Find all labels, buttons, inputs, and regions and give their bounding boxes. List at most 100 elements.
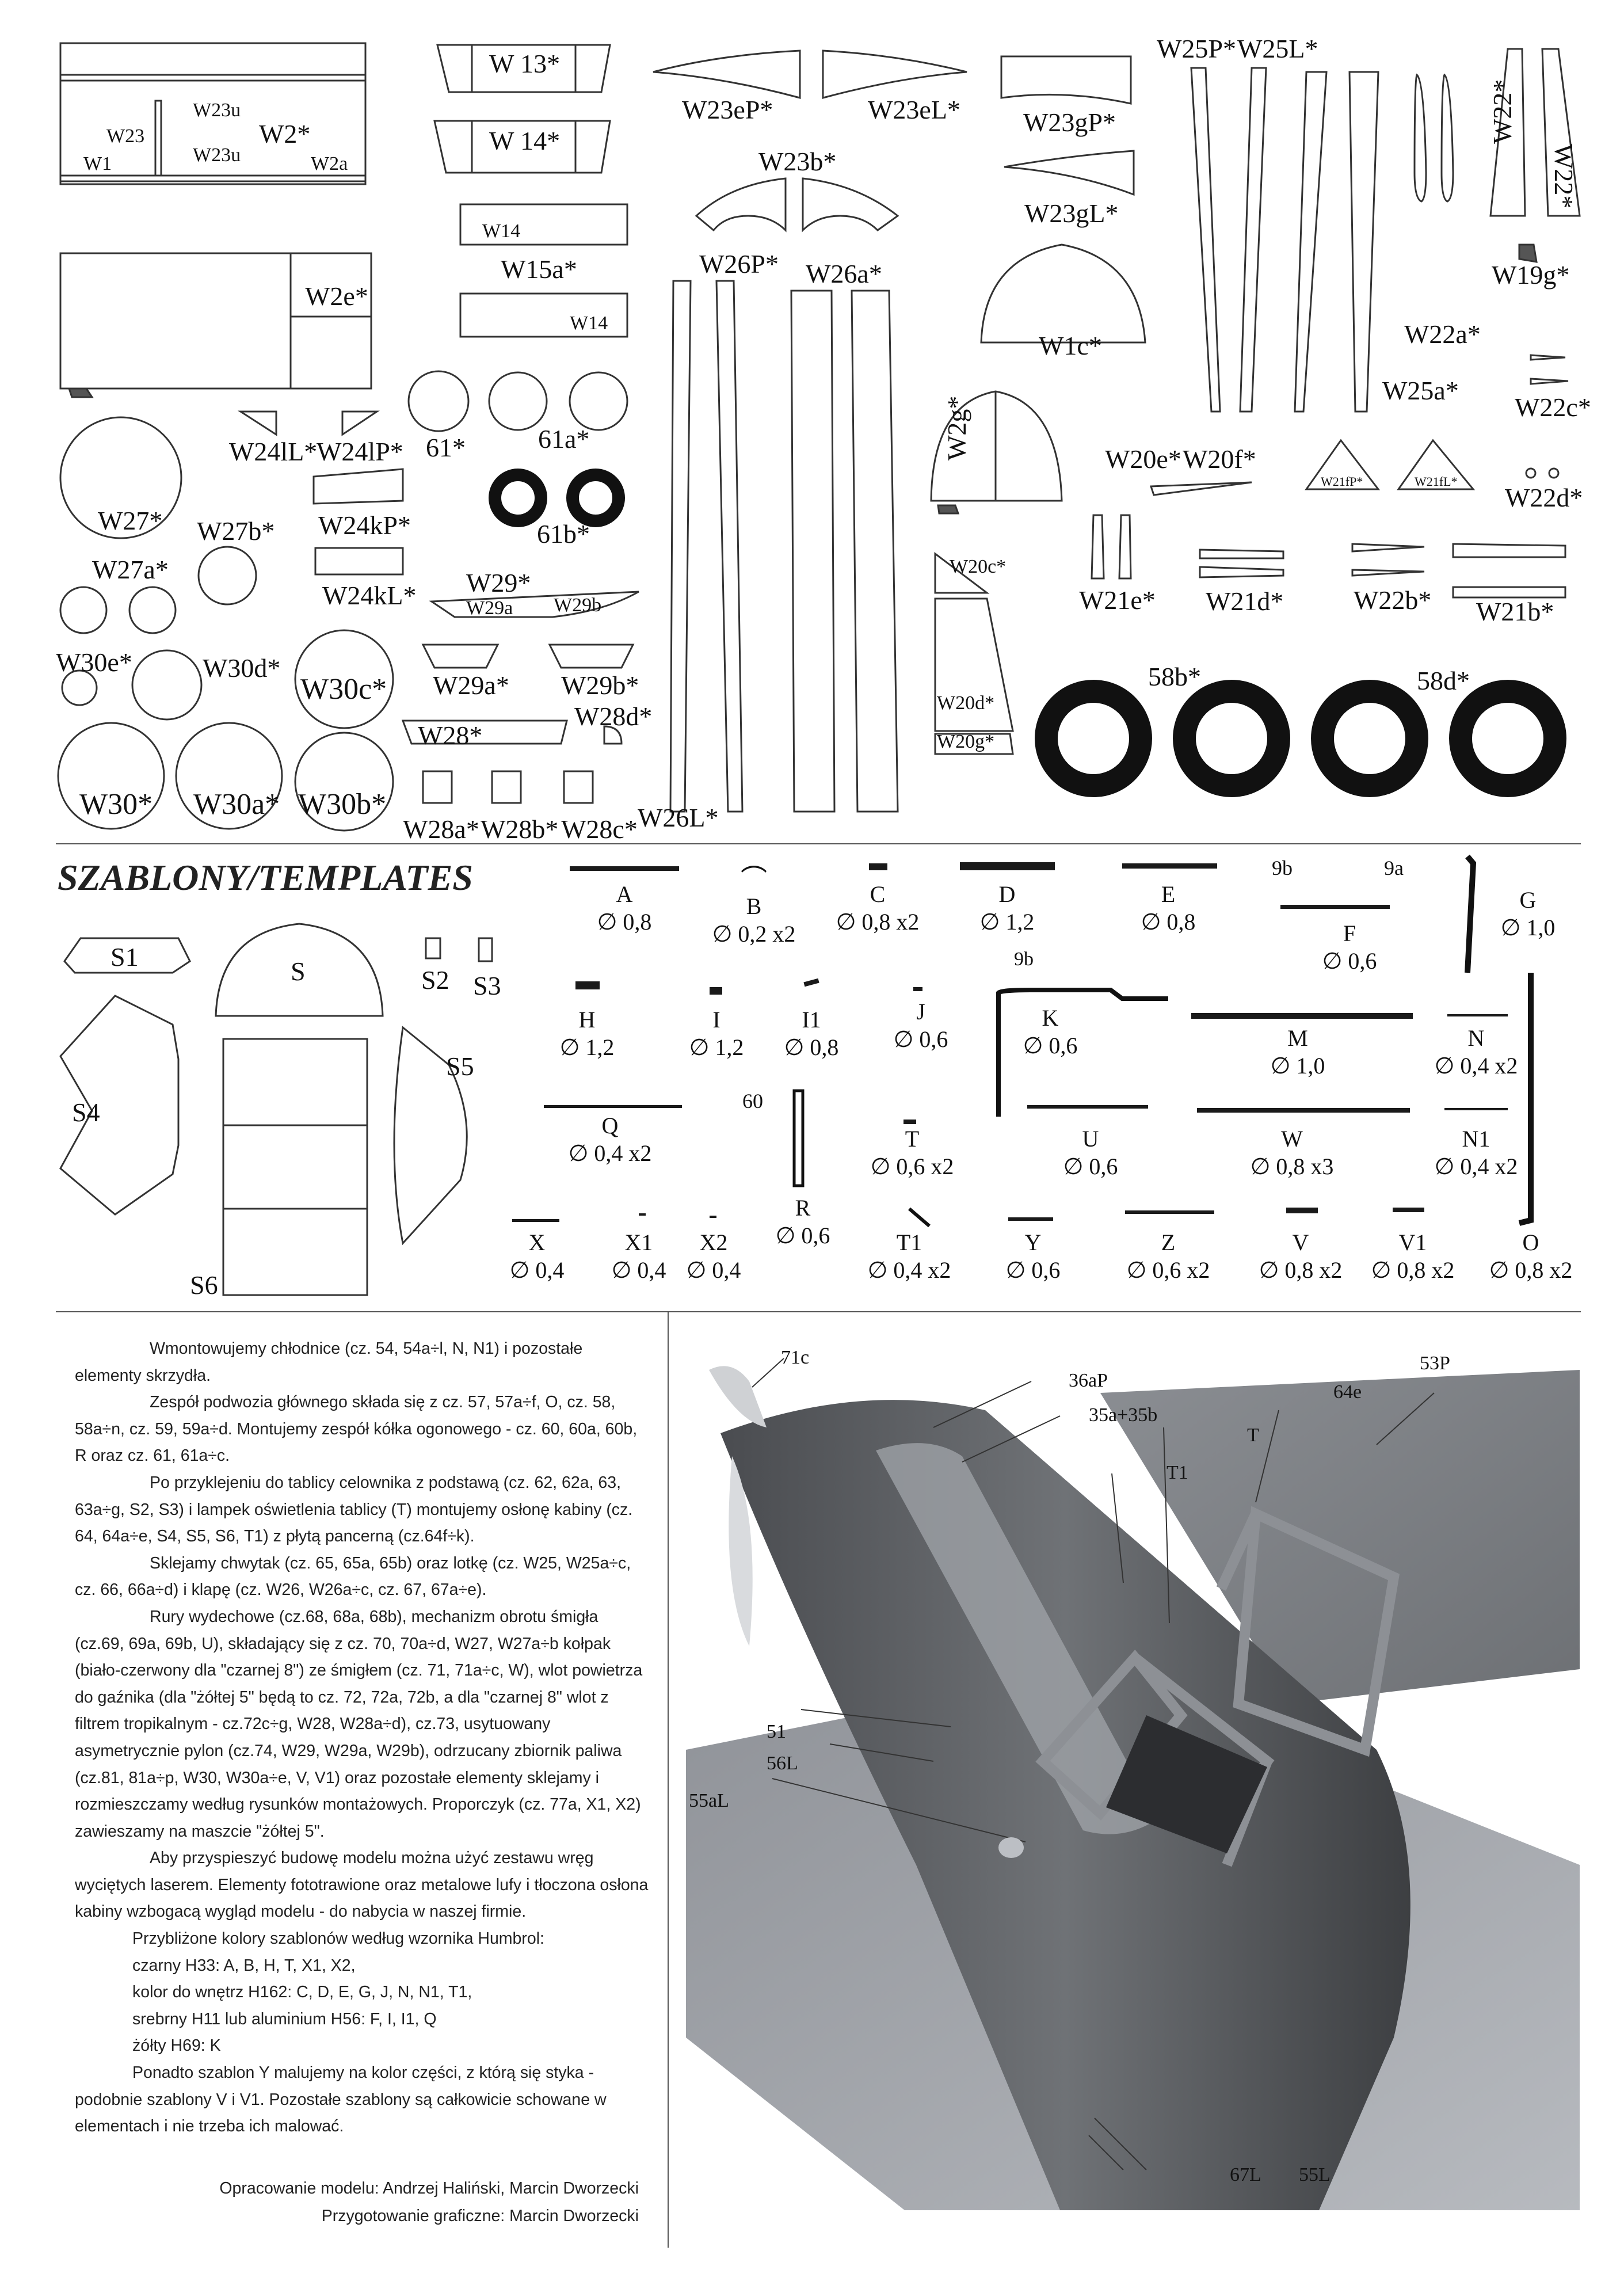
callout-64e: 64e	[1333, 1381, 1362, 1403]
label-W21b: W21b*	[1476, 597, 1554, 626]
label-W25L: W25L*	[1237, 34, 1318, 63]
callout-55L: 55L	[1299, 2164, 1331, 2185]
template-S6: S6	[190, 1270, 218, 1300]
template-S2: S2	[421, 965, 449, 995]
callout-56L: 56L	[767, 1753, 798, 1774]
label-W27b: W27b*	[197, 516, 275, 546]
wire-Y-bar	[1008, 1217, 1053, 1221]
color-interior: kolor do wnętrz H162: C, D, E, G, J, N, …	[132, 1983, 472, 2002]
wire-X2: X2∅ 0,4	[686, 1229, 741, 1283]
label-W21fP: W21fP*	[1321, 474, 1363, 489]
wire-N1: N1∅ 0,4 x2	[1434, 1126, 1518, 1179]
wire-T-bar	[904, 1120, 916, 1124]
wire-M: M∅ 1,0	[1270, 1025, 1325, 1079]
wire-E-bar	[1122, 863, 1217, 869]
separator-bottom	[56, 1311, 1581, 1312]
wire-A-bar	[570, 866, 679, 871]
wire-T1: T1∅ 0,4 x2	[867, 1229, 951, 1283]
label-61: 61*	[426, 433, 466, 462]
wire-D: D∅ 1,2	[979, 881, 1035, 935]
label-W24lL: W24lL*	[229, 437, 318, 466]
label-W23eP: W23eP*	[682, 95, 773, 124]
label-W28c: W28c*	[561, 814, 638, 844]
column-divider	[668, 1312, 669, 2248]
wire-I1: I1∅ 0,8	[784, 1007, 839, 1060]
label-58d: 58d*	[1417, 666, 1470, 695]
label-W2g: W2g*	[942, 395, 971, 460]
color-silver: srebrny H11 lub aluminium H56: F, I, I1,…	[132, 2009, 437, 2028]
label-W23gL: W23gL*	[1024, 199, 1119, 228]
separator-top	[56, 843, 1581, 844]
wire-X1-bar	[639, 1213, 646, 1216]
label-W26P: W26P*	[699, 249, 779, 279]
label-W14: W 14*	[489, 126, 561, 155]
label-W22c: W22c*	[1515, 393, 1591, 422]
render-illustration	[686, 1347, 1580, 2210]
wire-R: R∅ 0,6	[775, 1195, 830, 1248]
label-W1c: W1c*	[1039, 331, 1102, 360]
label-W19g: W19g*	[1492, 260, 1570, 290]
label-W30d: W30d*	[203, 653, 281, 683]
label-W23gP: W23gP*	[1023, 108, 1116, 137]
wire-Z: Z∅ 0,6 x2	[1126, 1229, 1210, 1283]
label-W26L: W26L*	[638, 803, 719, 832]
wire-E: E∅ 0,8	[1141, 881, 1196, 935]
wire-Y: Y∅ 0,6	[1005, 1229, 1061, 1283]
wire-V1-bar	[1393, 1208, 1424, 1212]
label-W25P: W25P*	[1157, 34, 1236, 63]
label-W29: W29*	[466, 568, 531, 597]
wire-A: A∅ 0,8	[597, 881, 652, 935]
instructions-paragraph-5: Rury wydechowe (cz.68, 68a, 68b), mechan…	[75, 1607, 643, 1841]
label-W30e: W30e*	[56, 648, 132, 677]
wire-B: ⌒B∅ 0,2 x2	[712, 865, 796, 947]
callout-55aL: 55aL	[689, 1790, 729, 1811]
wire-T: T∅ 0,6 x2	[870, 1126, 954, 1179]
wire-G: G∅ 1,0	[1500, 887, 1556, 941]
label-W20d: W20d*	[937, 692, 995, 714]
label-W30: W30*	[79, 788, 153, 821]
label-W29b-inner: W29b	[554, 595, 602, 616]
label-W20e: W20e*	[1105, 444, 1181, 474]
label-W2: W2*	[259, 119, 311, 149]
label-W30a: W30a*	[193, 788, 280, 821]
label-W13: W 13*	[489, 49, 561, 78]
colors-note: Ponadto szablon Y malujemy na kolor częś…	[75, 2063, 607, 2136]
label-W22-mirror: W22*	[1549, 144, 1579, 209]
wire-W: W∅ 0,8 x3	[1250, 1126, 1334, 1179]
wire-H-bar	[575, 981, 600, 989]
label-W24kP: W24kP*	[318, 511, 411, 540]
template-S1: S1	[110, 942, 139, 972]
label-W27: W27*	[98, 506, 163, 535]
wire-N-bar	[1447, 1014, 1508, 1016]
color-black: czarny H33: A, B, H, T, X1, X2,	[132, 1956, 356, 1975]
label-W2e: W2e*	[305, 281, 368, 311]
wire-C-bar	[869, 863, 887, 870]
callout-53P: 53P	[1420, 1353, 1450, 1374]
template-S: S	[291, 957, 306, 986]
template-S3: S3	[473, 971, 501, 1000]
credits-model: Opracowanie modelu: Andrzej Haliński, Ma…	[219, 2179, 639, 2198]
label-W21d: W21d*	[1206, 587, 1284, 616]
callout-51: 51	[767, 1721, 786, 1742]
wire-O: O∅ 0,8 x2	[1489, 1229, 1573, 1283]
label-W25a: W25a*	[1382, 376, 1459, 405]
templates-title: SZABLONY/TEMPLATES	[58, 857, 473, 898]
wire-D-bar	[960, 862, 1055, 870]
label-61b: 61b*	[537, 519, 590, 549]
wire-I-bar	[710, 987, 722, 995]
assembly-render: 71c 36aP 35a+35b T 64e 53P T1 51 56L 55a…	[686, 1347, 1580, 2210]
instructions-paragraph-3: Po przyklejeniu do tablicy celownika z p…	[75, 1473, 633, 1546]
wire-N: N∅ 0,4 x2	[1434, 1025, 1518, 1079]
label-W22a: W22a*	[1404, 319, 1481, 349]
label-W24kL: W24kL*	[322, 581, 417, 610]
label-W22d: W22d*	[1505, 483, 1583, 512]
callout-36aP: 36aP	[1069, 1370, 1108, 1391]
label-W20c: W20c*	[950, 556, 1007, 577]
instructions-paragraph-6: Aby przyspieszyć budowę modelu można uży…	[75, 1849, 649, 1921]
landing-light-bulge	[998, 1837, 1024, 1858]
label-W21fL: W21fL*	[1415, 474, 1458, 489]
wire-K: K∅ 0,6	[1023, 1005, 1078, 1058]
label-W28a: W28a*	[403, 814, 479, 844]
label-W2a: W2a	[311, 153, 348, 174]
